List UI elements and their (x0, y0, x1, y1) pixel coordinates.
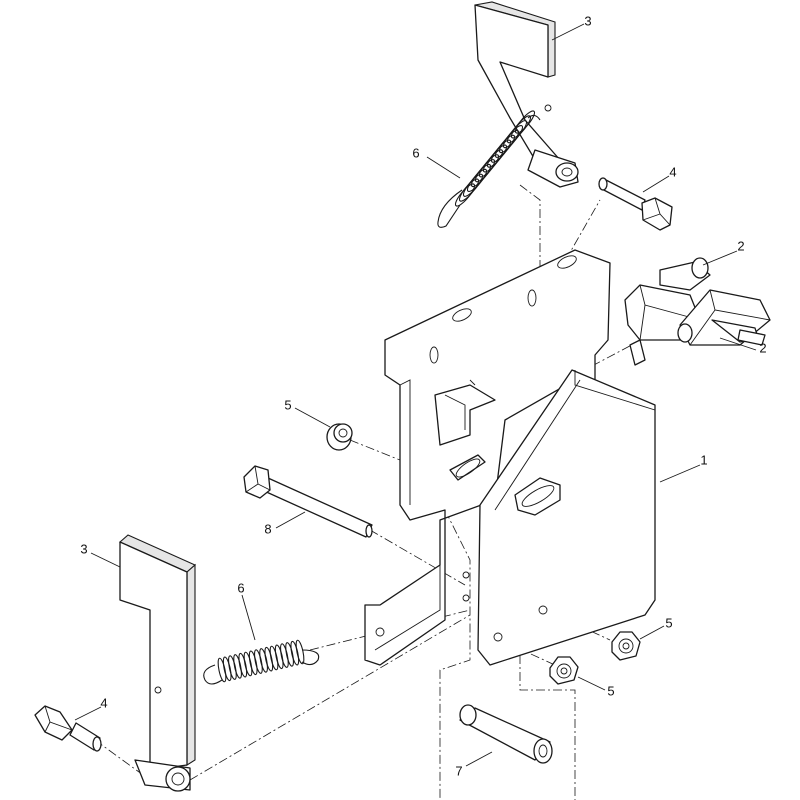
callout-2-switch-bottom: 2 (759, 340, 766, 355)
callout-labels: 1 2 2 3 3 4 4 5 5 5 6 6 7 8 (80, 13, 766, 778)
callout-5-nut-bottom: 5 (607, 683, 614, 698)
leader-lines (74, 23, 757, 767)
callout-7: 7 (455, 763, 462, 778)
lever-arm-bottom (118, 534, 197, 792)
callout-4-bolt-top: 4 (669, 164, 676, 179)
callout-3-lever-top: 3 (584, 13, 591, 28)
callout-3-lever-bottom: 3 (80, 541, 87, 556)
flange-nut-upper (326, 423, 353, 451)
extension-spring-top (437, 110, 541, 228)
front-plate (462, 369, 656, 666)
callout-2-switch-top: 2 (737, 238, 744, 253)
spacer-tube (459, 704, 553, 764)
callout-5-nut-upper: 5 (284, 397, 291, 412)
callout-5-nut-right: 5 (665, 615, 672, 630)
callout-6-spring-bottom: 6 (237, 580, 244, 595)
callout-4-bolt-bottom: 4 (100, 695, 107, 710)
callout-6-spring-top: 6 (412, 145, 419, 160)
lever-arm-top (474, 1, 579, 188)
callout-1: 1 (700, 452, 707, 467)
long-bolt (243, 465, 373, 538)
switch-assembly (624, 257, 771, 366)
extension-spring-bottom (203, 639, 320, 685)
shoulder-bolt-top (598, 177, 673, 231)
flange-nut-bottom (549, 656, 579, 685)
shoulder-bolt-bottom (34, 705, 102, 752)
flange-nut-right (611, 631, 641, 661)
main-bracket (364, 249, 611, 666)
callout-8: 8 (264, 521, 271, 536)
